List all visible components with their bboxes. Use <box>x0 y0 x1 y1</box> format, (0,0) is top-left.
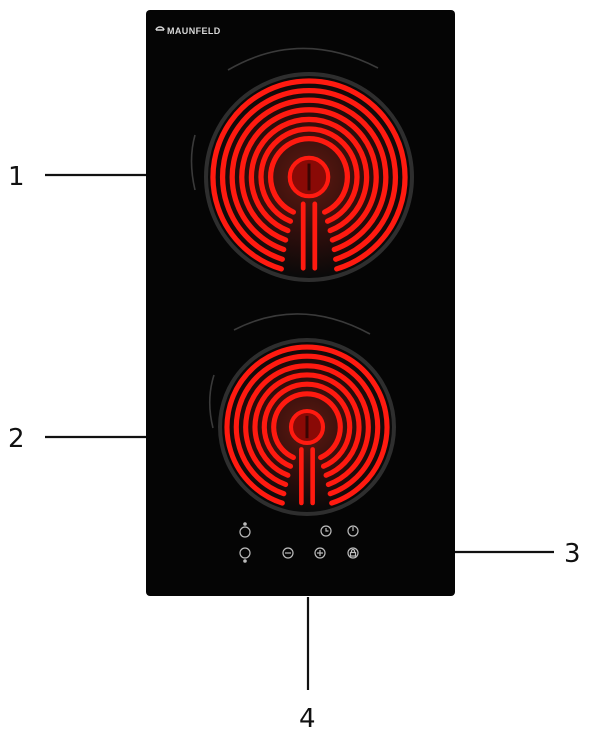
callout-number-2: 2 <box>8 424 25 454</box>
large-burner <box>206 74 412 280</box>
small-burner <box>220 340 394 514</box>
callout-number-4: 4 <box>299 704 316 733</box>
callout-number-1: 1 <box>8 162 25 192</box>
callout-number-3: 3 <box>564 539 581 569</box>
brand-name: MAUNFELD <box>167 26 221 36</box>
